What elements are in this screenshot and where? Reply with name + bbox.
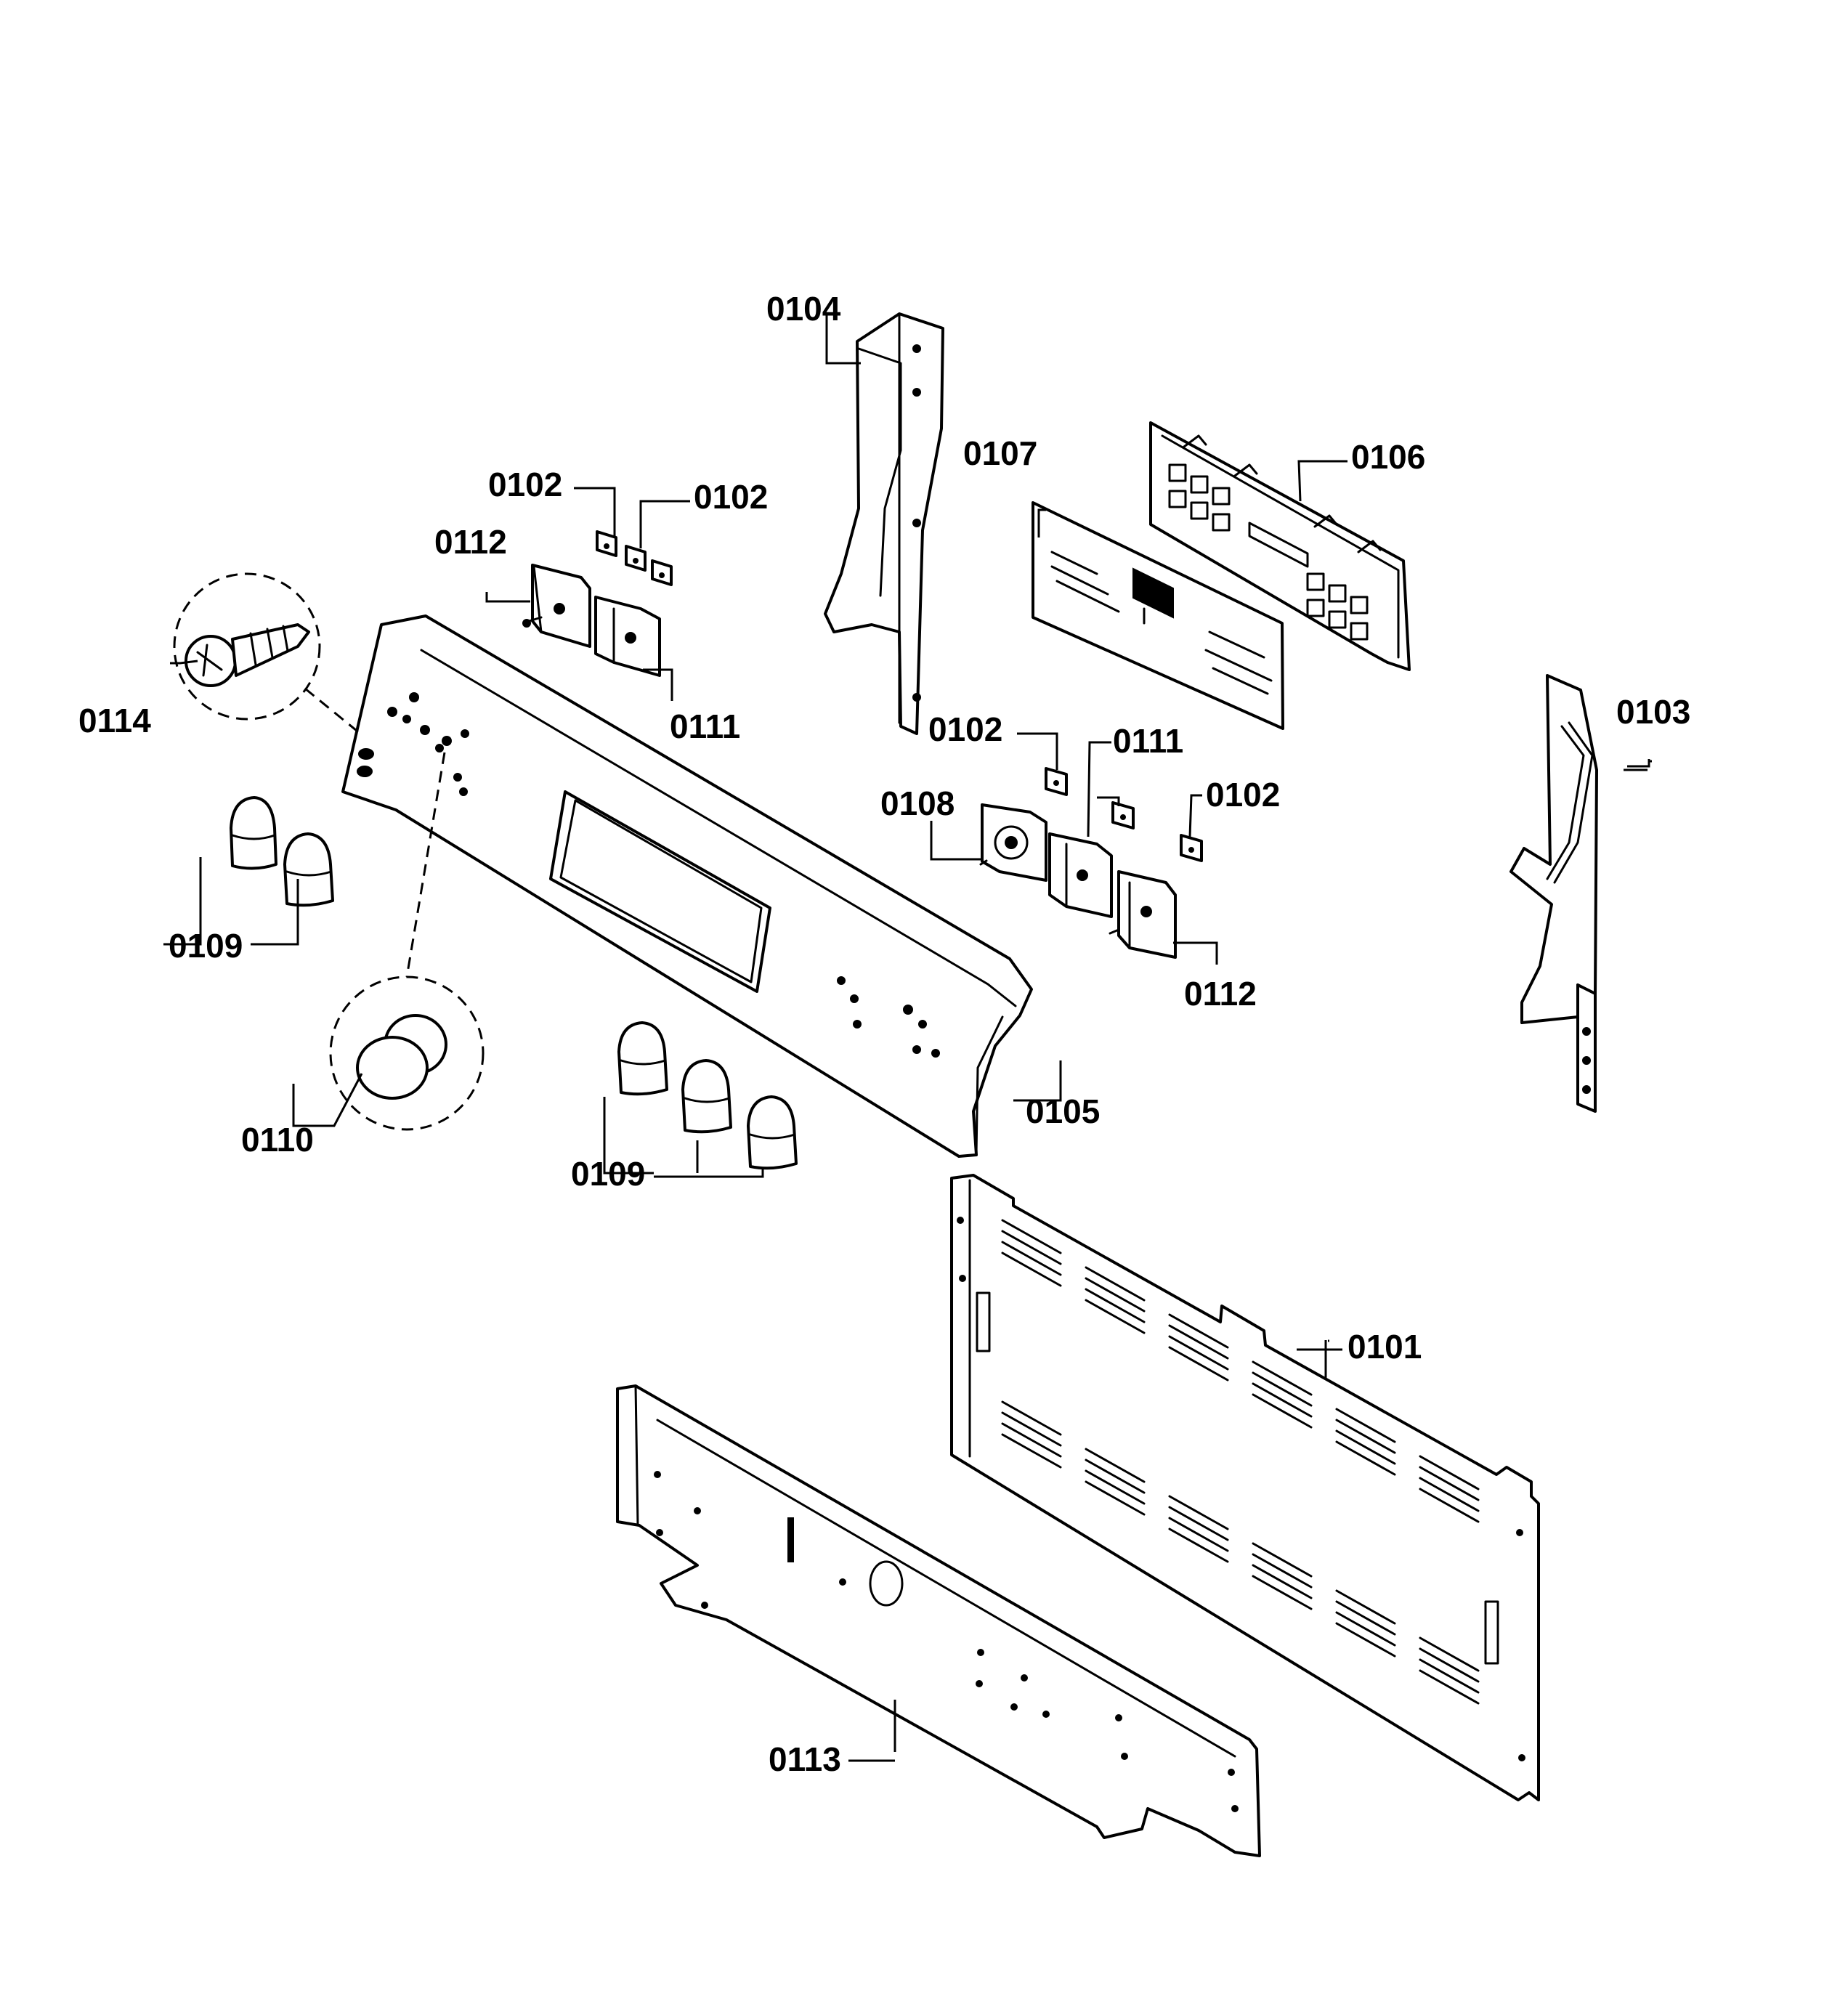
part-0101-rear-cover — [950, 1174, 1540, 1801]
part-0111-switch-lower — [1048, 832, 1113, 918]
callout-0106: 0106 — [1351, 438, 1425, 476]
callout-0102-upper-left: 0102 — [488, 466, 562, 503]
part-0109-knob-2 — [283, 832, 334, 907]
callout-0111-lower: 0111 — [1113, 722, 1183, 760]
part-0106-control-board — [1149, 421, 1411, 671]
callout-0110: 0110 — [241, 1121, 314, 1159]
part-0111-switch-upper — [594, 596, 661, 677]
part-0112-switch-upper — [522, 564, 591, 648]
part-0112-switch-lower — [1109, 870, 1177, 959]
part-0102-terminal-upper-a — [596, 530, 617, 557]
callout-0102-upper-right: 0102 — [694, 478, 768, 516]
callout-0109-bottom: 0109 — [571, 1155, 645, 1193]
part-0113-lower-panel — [616, 1384, 1261, 1857]
callout-0112-lower: 0112 — [1184, 975, 1257, 1013]
part-0102-terminal-lower-a — [1045, 767, 1068, 796]
callout-0112-upper: 0112 — [434, 523, 507, 561]
callout-0102-lower-right: 0102 — [1206, 776, 1280, 814]
part-0102-terminal-lower-b — [1111, 801, 1135, 829]
part-0105-control-panel — [341, 614, 1033, 1158]
part-0107-overlay — [1032, 501, 1284, 730]
callout-0101: 0101 — [1348, 1328, 1422, 1366]
callout-0114: 0114 — [78, 702, 151, 739]
leader-lines — [163, 314, 1652, 1752]
part-0108-switch — [979, 803, 1047, 882]
callout-0105: 0105 — [1026, 1092, 1100, 1130]
part-0109-knob-1 — [230, 796, 277, 870]
part-0109-knob-5 — [747, 1095, 798, 1170]
part-0109-knob-3 — [617, 1021, 668, 1096]
part-0109-knob-4 — [681, 1059, 732, 1134]
callout-0111-upper: 0111 — [670, 707, 740, 745]
part-0104-side-bracket — [824, 312, 944, 735]
part-0102-terminal-lower-c — [1180, 834, 1203, 862]
label-leaders — [848, 460, 1348, 1762]
callout-0113: 0113 — [769, 1740, 841, 1778]
part-0110-plug — [329, 752, 485, 1131]
part-0102-terminal-upper-c — [651, 559, 673, 586]
part-0114-screw — [173, 572, 361, 735]
callout-0108: 0108 — [880, 784, 955, 822]
callout-labels: 0104 0107 0106 0103 0102 0102 0112 0111 … — [78, 290, 1690, 1778]
callout-0104: 0104 — [766, 290, 841, 328]
callout-0107: 0107 — [963, 434, 1037, 472]
callout-0103: 0103 — [1616, 693, 1690, 731]
callout-0109-left: 0109 — [169, 927, 243, 965]
callout-0102-lower-left: 0102 — [928, 710, 1002, 748]
part-0103-side-bracket — [1509, 674, 1598, 1113]
part-0102-terminal-upper-b — [625, 545, 647, 572]
